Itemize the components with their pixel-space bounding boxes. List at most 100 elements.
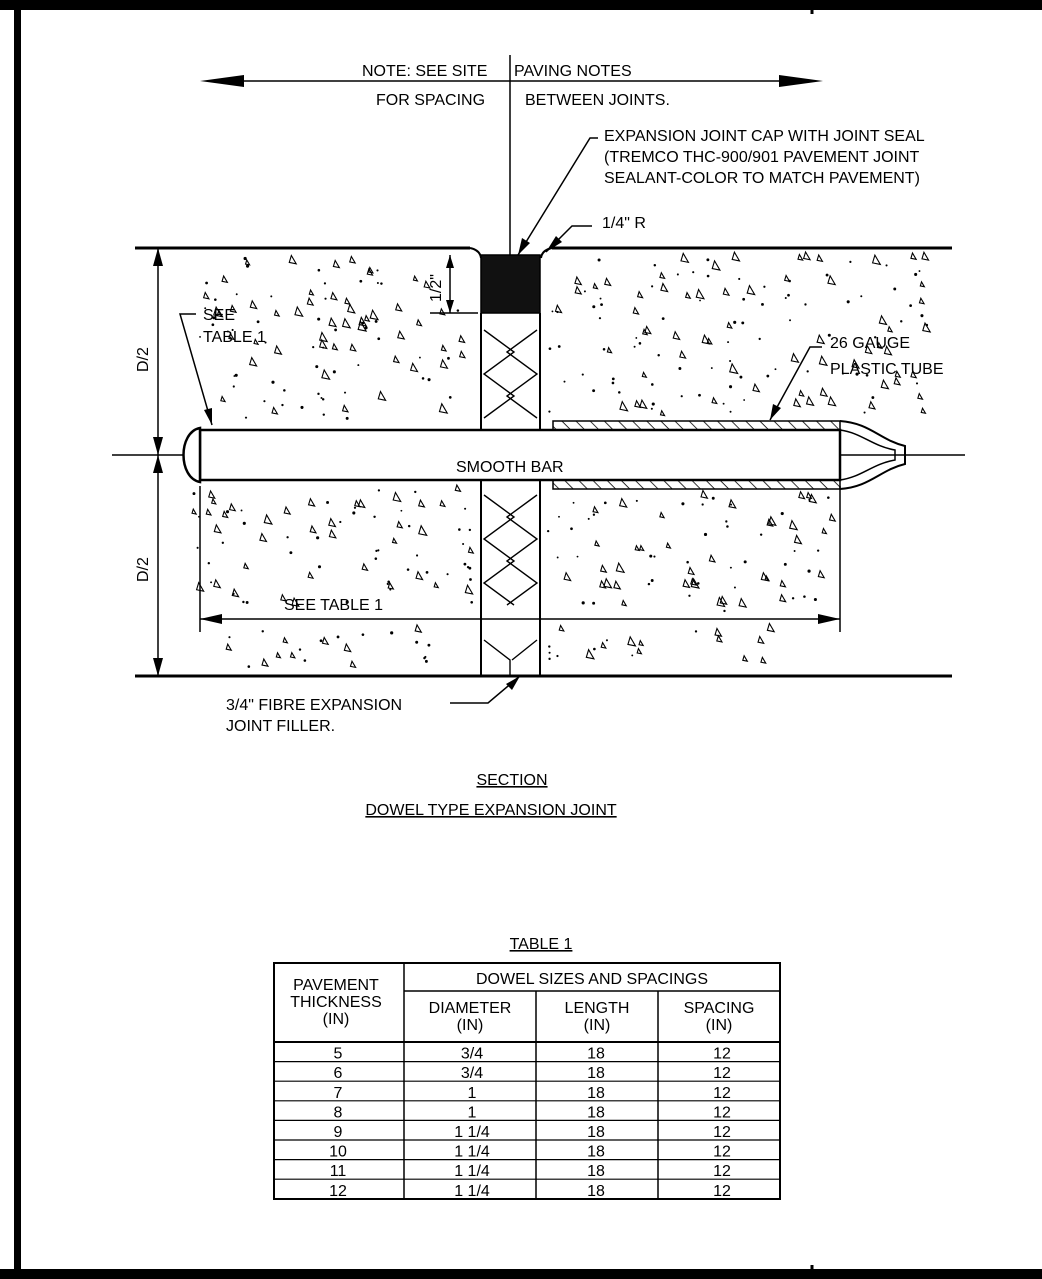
- radius-label: 1/4" R: [602, 215, 646, 232]
- table-cell-spacing: 12: [713, 1085, 731, 1102]
- aggregate-speck: [271, 380, 275, 384]
- aggregate-speck: [739, 375, 743, 379]
- table-cell-thickness: 11: [330, 1163, 347, 1180]
- spacing-note: NOTE: SEE SITE PAVING NOTES FOR SPACING …: [200, 55, 823, 255]
- aggregate-speck: [345, 600, 349, 604]
- section-label: SECTION: [476, 772, 547, 789]
- aggregate-stone: [827, 395, 837, 407]
- aggregate-speck: [192, 492, 196, 496]
- aggregate-speck: [733, 586, 736, 589]
- aggregate-speck: [725, 520, 728, 523]
- aggregate-speck: [390, 631, 394, 635]
- aggregate-stone: [415, 570, 424, 581]
- aggregate-stone: [369, 308, 380, 321]
- aggregate-stone: [690, 577, 701, 589]
- aggregate-stone: [263, 513, 274, 525]
- aggregate-speck: [320, 396, 323, 399]
- aggregate-speck: [466, 566, 470, 569]
- aggregate-speck: [766, 374, 770, 378]
- aggregate-stone: [798, 389, 805, 397]
- aggregate-stone: [757, 635, 765, 645]
- aggregate-speck: [377, 549, 380, 552]
- aggregate-stone: [752, 382, 761, 393]
- aggregate-speck: [263, 400, 266, 403]
- aggregate-stone: [341, 317, 352, 329]
- aggregate-speck: [681, 502, 685, 506]
- smooth-bar-label: SMOOTH BAR: [456, 459, 564, 476]
- aggregate-stone: [760, 655, 767, 664]
- table-cell-diameter: 3/4: [461, 1065, 483, 1082]
- table-cell-diameter: 1 1/4: [454, 1144, 490, 1161]
- aggregate-stone: [221, 274, 229, 284]
- aggregate-speck: [245, 601, 249, 604]
- aggregate-stone: [454, 483, 462, 493]
- aggregate-stone: [309, 524, 318, 534]
- aggregate-stone: [377, 390, 387, 402]
- table-cell-length: 18: [587, 1065, 605, 1082]
- aggregate-stone: [766, 517, 774, 527]
- aggregate-stone: [634, 399, 642, 409]
- aggregate-stone: [687, 566, 696, 576]
- aggregate-speck: [425, 571, 429, 574]
- aggregate-speck: [863, 411, 866, 414]
- aggregate-stone: [387, 581, 395, 590]
- aggregate-speck: [427, 643, 431, 647]
- aggregate-stone: [621, 599, 628, 607]
- aggregate-speck: [846, 300, 850, 304]
- aggregate-speck: [357, 364, 360, 367]
- aggregate-stone: [328, 316, 338, 328]
- aggregate-speck: [710, 367, 713, 369]
- aggregate-speck: [470, 600, 474, 604]
- aggregate-stone: [213, 305, 223, 318]
- aggregate-speck: [807, 569, 811, 573]
- aggregate-speck: [581, 601, 585, 605]
- aggregate-speck: [234, 373, 238, 377]
- aggregate-stone: [349, 659, 357, 669]
- aggregate-stone: [439, 358, 449, 370]
- table-cell-diameter: 1 1/4: [454, 1163, 490, 1180]
- aggregate-stone: [321, 636, 330, 646]
- aggregate-stone: [221, 509, 229, 519]
- filler-label-line2: JOINT FILLER.: [226, 718, 335, 735]
- aggregate-stone: [818, 354, 829, 367]
- aggregate-speck: [558, 515, 560, 518]
- table-cell-length: 18: [587, 1124, 605, 1141]
- aggregate-stone: [701, 333, 711, 345]
- aggregate-speck: [789, 319, 792, 322]
- aggregate-stone: [779, 579, 787, 588]
- aggregate-stone: [439, 499, 447, 508]
- aggregate-stone: [802, 250, 812, 261]
- aggregate-speck: [228, 636, 231, 639]
- aggregate-stone: [409, 361, 419, 373]
- aggregate-speck: [286, 536, 289, 539]
- aggregate-speck: [729, 359, 732, 363]
- aggregate-speck: [199, 336, 201, 338]
- aggregate-stone: [416, 318, 423, 327]
- aggregate-speck: [611, 381, 615, 385]
- aggregate-speck: [556, 556, 559, 559]
- table-cell-thickness: 12: [329, 1183, 347, 1200]
- aggregate-speck: [364, 326, 368, 330]
- aggregate-stone: [726, 321, 733, 329]
- aggregate-stone: [423, 279, 431, 289]
- aggregate-stone: [574, 275, 583, 286]
- aggregate-speck: [657, 354, 660, 357]
- aggregate-speck: [317, 268, 321, 272]
- aggregate-speck: [915, 382, 919, 385]
- aggregate-stone: [600, 641, 607, 649]
- aggregate-stone: [361, 562, 369, 572]
- aggregate-speck: [243, 256, 247, 261]
- aggregate-stone: [243, 562, 250, 570]
- aggregate-speck: [599, 297, 602, 300]
- aggregate-speck: [813, 597, 817, 602]
- aggregate-stone: [917, 392, 924, 400]
- half-inch-dimension: 1/2": [428, 255, 478, 314]
- aggregate-speck: [548, 651, 551, 654]
- aggregate-speck: [380, 282, 383, 285]
- aggregate-stone: [464, 583, 474, 595]
- aggregate-stone: [920, 406, 927, 415]
- aggregate-stone: [440, 344, 448, 352]
- aggregate-speck: [247, 665, 251, 668]
- aggregate-speck: [225, 510, 230, 514]
- aggregate-speck: [706, 274, 710, 278]
